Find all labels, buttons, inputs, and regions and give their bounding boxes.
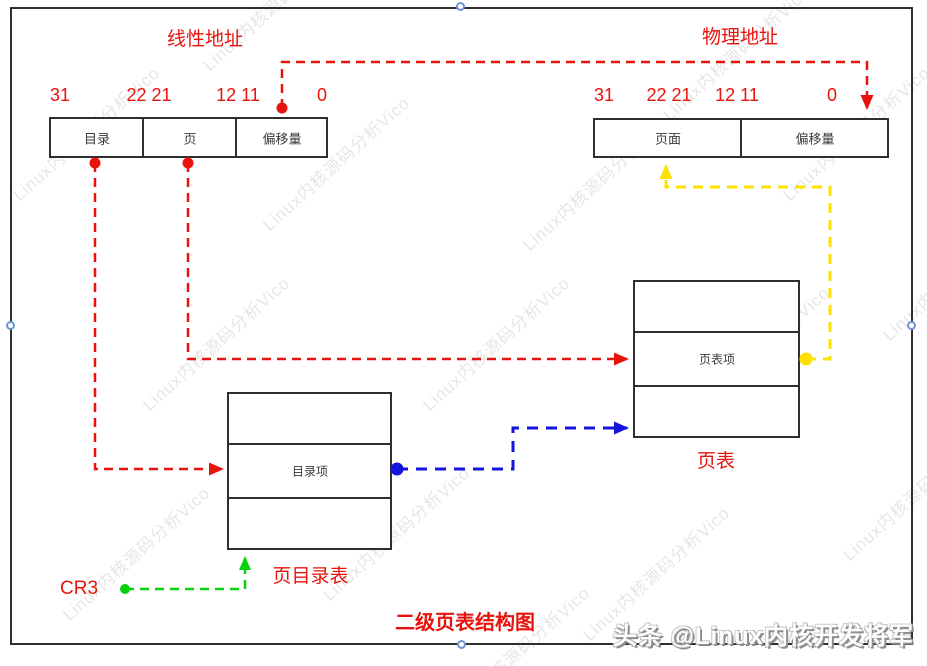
linear-bit-22-21: 22 21 bbox=[126, 85, 172, 105]
page-table-box[interactable]: 页表项 bbox=[633, 280, 800, 438]
linear-bit-0: 0 bbox=[316, 85, 327, 105]
selection-handle-bottom[interactable] bbox=[457, 640, 466, 649]
diagram-title: 二级页表结构图 bbox=[395, 612, 535, 634]
page-table-entry: 页表项 bbox=[698, 352, 736, 367]
physical-address-title: 物理地址 bbox=[701, 27, 778, 48]
physical-bit-0: 0 bbox=[826, 85, 837, 105]
linear-field-directory: 目录 bbox=[83, 131, 111, 147]
page-directory-divider-1 bbox=[229, 443, 390, 445]
physical-address-box[interactable]: 页面 偏移量 bbox=[593, 118, 889, 158]
linear-bit-12-11: 12 11 bbox=[216, 85, 260, 105]
linear-address-box[interactable]: 目录 页 偏移量 bbox=[49, 117, 328, 158]
physical-field-offset: 偏移量 bbox=[795, 131, 835, 147]
linear-field-page: 页 bbox=[183, 131, 197, 147]
selection-handle-left[interactable] bbox=[6, 321, 15, 330]
page-directory-box[interactable]: 目录项 bbox=[227, 392, 392, 550]
page-directory-divider-2 bbox=[229, 497, 390, 499]
selection-handle-top[interactable] bbox=[456, 2, 465, 11]
physical-field-page: 页面 bbox=[654, 131, 682, 147]
linear-bit-31: 31 bbox=[50, 85, 71, 105]
linear-box-divider-1 bbox=[142, 119, 144, 156]
page-table-divider-1 bbox=[635, 331, 798, 333]
page-table-label: 页表 bbox=[696, 451, 735, 472]
linear-box-divider-2 bbox=[235, 119, 237, 156]
physical-bit-12-11: 12 11 bbox=[715, 85, 759, 105]
physical-box-divider bbox=[740, 120, 742, 156]
cr3-label: CR3 bbox=[60, 578, 99, 599]
linear-address-title: 线性地址 bbox=[166, 29, 243, 50]
byline-watermark: 头条 @Linux内核开发将军 bbox=[612, 623, 914, 650]
page-table-divider-2 bbox=[635, 385, 798, 387]
linear-field-offset: 偏移量 bbox=[262, 131, 302, 147]
page-directory-entry: 目录项 bbox=[291, 464, 329, 479]
physical-bit-31: 31 bbox=[594, 85, 615, 105]
page-directory-label: 页目录表 bbox=[272, 566, 349, 587]
selection-handle-right[interactable] bbox=[907, 321, 916, 330]
physical-bit-22-21: 22 21 bbox=[646, 85, 692, 105]
